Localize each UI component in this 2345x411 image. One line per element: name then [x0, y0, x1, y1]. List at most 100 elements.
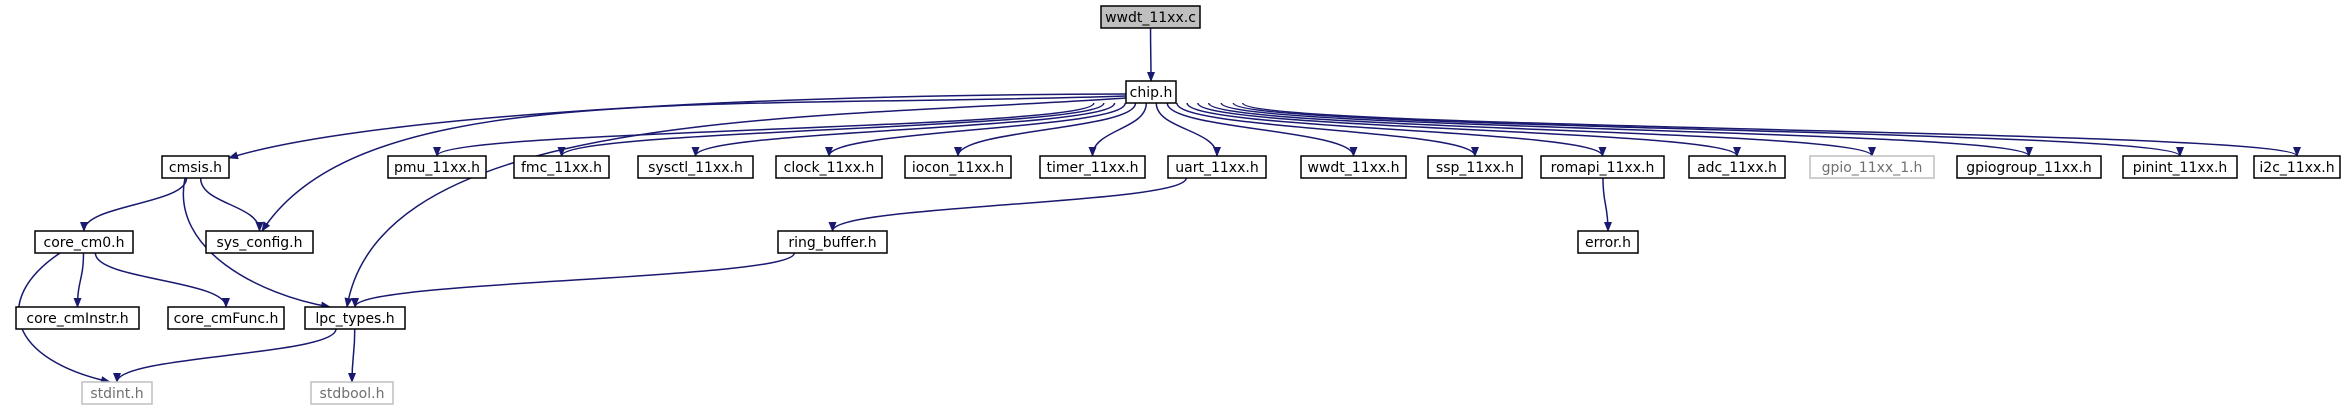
node-label: lpc_types.h — [315, 311, 394, 327]
edge-lpc_types_h-to-stdint_h — [113, 328, 337, 383]
node-box — [637, 155, 754, 179]
edge-cmsis_h-to-core_cm0_h — [80, 177, 188, 232]
node-stdint_h: stdint.h — [81, 381, 153, 405]
node-gpiogroup_11xx_h[interactable]: gpiogroup_11xx.h — [1956, 155, 2102, 179]
edge-cmsis_h-to-lpc_types_h — [182, 177, 331, 310]
node-box — [2253, 155, 2341, 179]
node-label: clock_11xx.h — [784, 160, 875, 176]
node-pmu_11xx_h[interactable]: pmu_11xx.h — [387, 155, 487, 179]
edge-chip_h-to-i2c_11xx_h — [1241, 102, 2301, 157]
node-ssp_11xx_h[interactable]: ssp_11xx.h — [1427, 155, 1523, 179]
node-label: fmc_11xx.h — [521, 160, 602, 176]
node-fmc_11xx_h[interactable]: fmc_11xx.h — [513, 155, 610, 179]
node-romapi_11xx_h[interactable]: romapi_11xx.h — [1540, 155, 1665, 179]
edge-chip_h-to-uart_11xx_h — [1155, 102, 1221, 157]
node-box — [81, 381, 153, 405]
node-sys_config_h[interactable]: sys_config.h — [205, 230, 314, 254]
node-label: adc_11xx.h — [1697, 160, 1777, 176]
node-lpc_types_h[interactable]: lpc_types.h — [304, 306, 406, 330]
edge-chip_h-to-clock_11xx_h — [825, 102, 1126, 157]
node-box — [15, 306, 140, 330]
node-label: sys_config.h — [216, 235, 302, 251]
node-box — [1300, 155, 1407, 179]
node-chip_h[interactable]: chip.h — [1125, 80, 1177, 104]
node-label: ssp_11xx.h — [1436, 160, 1514, 176]
edge-chip_h-to-iocon_11xx_h — [954, 102, 1137, 157]
node-error_h[interactable]: error.h — [1577, 230, 1639, 254]
node-label: core_cm0.h — [44, 235, 125, 251]
node-label: core_cmInstr.h — [26, 311, 128, 327]
node-pinint_11xx_h[interactable]: pinint_11xx.h — [2122, 155, 2238, 179]
node-box — [34, 230, 134, 254]
edge-chip_h-to-adc_11xx_h — [1197, 102, 1741, 157]
node-cmsis_h[interactable]: cmsis.h — [161, 155, 230, 179]
edge-cmsis_h-to-sys_config_h — [199, 177, 264, 232]
edge-core_cm0_h-to-core_cmFunc_h — [94, 252, 230, 308]
edge-romapi_11xx_h-to-error_h — [1602, 177, 1612, 232]
node-label: gpio_11xx_1.h — [1822, 160, 1923, 176]
node-box — [777, 230, 888, 254]
node-label: sysctl_11xx.h — [648, 160, 743, 176]
node-label: gpiogroup_11xx.h — [1966, 160, 2092, 176]
node-label: timer_11xx.h — [1046, 160, 1138, 176]
node-label: stdbool.h — [320, 386, 385, 402]
edge-chip_h-to-sysctl_11xx_h — [691, 102, 1116, 157]
node-label: pinint_11xx.h — [2133, 160, 2228, 176]
node-label: wwdt_11xx.c — [1105, 10, 1196, 26]
node-gpio_11xx_1_h: gpio_11xx_1.h — [1809, 155, 1935, 179]
node-wwdt_11xx_c[interactable]: wwdt_11xx.c — [1100, 5, 1201, 29]
node-box — [904, 155, 1012, 179]
node-label: ring_buffer.h — [788, 235, 876, 251]
node-box — [2122, 155, 2238, 179]
node-adc_11xx_h[interactable]: adc_11xx.h — [1688, 155, 1786, 179]
node-timer_11xx_h[interactable]: timer_11xx.h — [1039, 155, 1146, 179]
node-box — [205, 230, 314, 254]
node-box — [1125, 80, 1177, 104]
node-box — [1167, 155, 1267, 179]
edge-chip_h-to-pinint_11xx_h — [1232, 102, 2184, 157]
node-label: romapi_11xx.h — [1551, 160, 1655, 176]
node-box — [1100, 5, 1201, 29]
node-box — [1577, 230, 1639, 254]
node-label: stdint.h — [90, 386, 143, 402]
node-iocon_11xx_h[interactable]: iocon_11xx.h — [904, 155, 1012, 179]
node-label: cmsis.h — [169, 160, 222, 176]
node-box — [1956, 155, 2102, 179]
node-label: chip.h — [1130, 85, 1173, 101]
edge-chip_h-to-pmu_11xx_h — [433, 102, 1095, 157]
node-label: wwdt_11xx.h — [1308, 160, 1400, 176]
edge-chip_h-to-gpiogroup_11xx_h — [1220, 102, 2033, 157]
node-stdbool_h: stdbool.h — [310, 381, 394, 405]
node-clock_11xx_h[interactable]: clock_11xx.h — [775, 155, 883, 179]
edge-chip_h-to-sys_config_h — [261, 95, 1127, 232]
node-box — [1540, 155, 1665, 179]
edge-chip_h-to-cmsis_h — [228, 93, 1127, 160]
node-i2c_11xx_h[interactable]: i2c_11xx.h — [2253, 155, 2341, 179]
node-label: iocon_11xx.h — [912, 160, 1004, 176]
node-uart_11xx_h[interactable]: uart_11xx.h — [1167, 155, 1267, 179]
node-wwdt_11xx_h[interactable]: wwdt_11xx.h — [1300, 155, 1407, 179]
node-label: i2c_11xx.h — [2259, 160, 2334, 176]
node-core_cmFunc_h[interactable]: core_cmFunc.h — [167, 306, 285, 330]
edge-chip_h-to-lpc_types_h — [344, 97, 1127, 308]
edge-ring_buffer_h-to-lpc_types_h — [351, 252, 796, 308]
edge-chip_h-to-gpio_11xx_1_h — [1207, 102, 1876, 157]
edge-chip_h-to-ssp_11xx_h — [1176, 102, 1479, 157]
node-box — [161, 155, 230, 179]
node-core_cmInstr_h[interactable]: core_cmInstr.h — [15, 306, 140, 330]
node-box — [387, 155, 487, 179]
node-box — [167, 306, 285, 330]
nodes-layer: wwdt_11xx.c chip.h cmsis.h pmu_11xx.h fmc_11… — [15, 5, 2341, 405]
node-box — [1039, 155, 1146, 179]
node-box — [513, 155, 610, 179]
node-box — [1809, 155, 1935, 179]
node-ring_buffer_h[interactable]: ring_buffer.h — [777, 230, 888, 254]
node-box — [310, 381, 394, 405]
node-box — [1427, 155, 1523, 179]
edges-layer — [17, 27, 2301, 384]
node-sysctl_11xx_h[interactable]: sysctl_11xx.h — [637, 155, 754, 179]
node-core_cm0_h[interactable]: core_cm0.h — [34, 230, 134, 254]
edge-uart_11xx_h-to-ring_buffer_h — [828, 177, 1187, 232]
edge-chip_h-to-wwdt_11xx_h — [1166, 102, 1358, 157]
